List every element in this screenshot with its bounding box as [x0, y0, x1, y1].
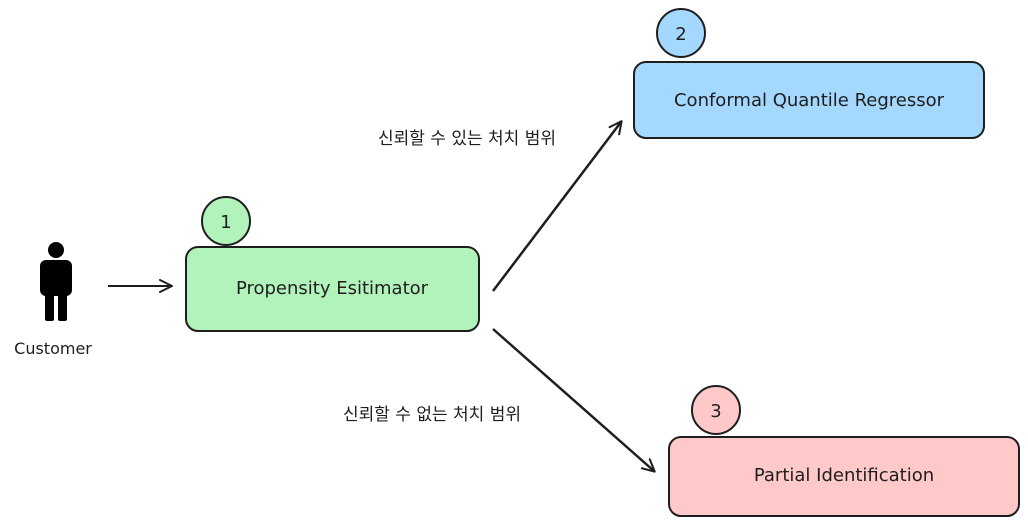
edge-unreliable-label: 신뢰할 수 없는 처치 범위: [343, 405, 521, 425]
person-icon: [40, 242, 72, 321]
badge-3: 3: [691, 385, 741, 435]
node-partial-label: Partial Identification: [754, 465, 934, 486]
edge-reliable-label: 신뢰할 수 있는 처치 범위: [378, 129, 556, 149]
node-propensity[interactable]: Propensity Esitimator: [185, 246, 480, 332]
badge-2: 2: [656, 8, 706, 58]
node-conformal-label: Conformal Quantile Regressor: [674, 90, 945, 111]
badge-2-label: 2: [675, 24, 686, 45]
node-propensity-label: Propensity Esitimator: [236, 278, 429, 299]
badge-1-label: 1: [220, 212, 231, 233]
badge-1: 1: [201, 196, 251, 246]
badge-3-label: 3: [710, 401, 721, 422]
node-conformal[interactable]: Conformal Quantile Regressor: [633, 61, 985, 139]
node-conformal-box: [633, 61, 985, 139]
arrow-propensity-to-partial: [492, 328, 656, 473]
node-partial[interactable]: Partial Identification: [668, 436, 1020, 517]
customer-label: Customer: [14, 339, 92, 358]
customer-actor: Customer: [14, 242, 92, 358]
node-propensity-box: [185, 246, 480, 332]
arrow-propensity-to-conformal: [492, 120, 623, 292]
node-partial-box: [668, 436, 1020, 517]
